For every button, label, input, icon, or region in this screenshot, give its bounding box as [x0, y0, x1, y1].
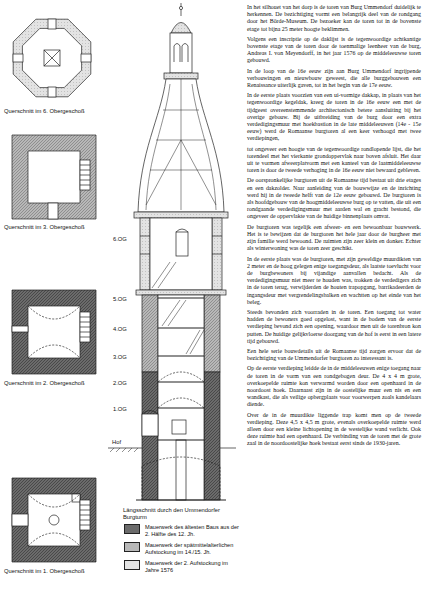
legend-text: Mauerwerk der spätmittelalterlichen Aufs… [145, 542, 239, 555]
body-paragraph: In de eerste plaats was de burgtoren, me… [247, 256, 421, 306]
plan-caption: Querschnitt im 6. Obergeschoß [4, 108, 85, 115]
body-paragraph: Volgens een inscriptie op de daklijst is… [247, 36, 421, 65]
body-paragraph: In het silhouet van het dorp is de toren… [247, 4, 421, 33]
legend-swatch [124, 560, 140, 570]
ground-label: Hof [112, 439, 121, 446]
body-paragraph: De oorspronkelijke burgtoren uit de Roma… [247, 177, 421, 220]
body-paragraph: Een hele serie bouwdetails uit de Romaan… [247, 348, 421, 362]
plan-caption: Querschnitt im 1. Obergeschoß [4, 568, 85, 575]
body-paragraph: tot ongeveer een hoogte van de tegenwoor… [247, 146, 421, 175]
body-paragraph: Steeds bevonden zich voorraden in de tor… [247, 309, 421, 345]
legend-text: Mauerwerk der 2. Aufstockung im Jahre 15… [145, 560, 239, 573]
plan-caption: Querschnitt im 3. Obergeschoß [4, 224, 85, 231]
body-paragraph: In de eerste plaats voorzien van een ui-… [247, 92, 421, 142]
text-column: In het silhouet van het dorp is de toren… [247, 4, 421, 451]
legend-swatch [124, 524, 140, 534]
section-caption: Längsschnitt durch den Ummendorfer Burgt… [123, 507, 241, 521]
body-paragraph: Over de in de muurdikte liggende trap ko… [247, 412, 421, 448]
body-paragraph: De burgtoren was tegelijk een afweer- en… [247, 224, 421, 253]
body-paragraph: Op de eerste verdieping leidde de in de … [247, 365, 421, 408]
floor-label: 1.OG [113, 406, 127, 413]
legend-text: Mauerwerk des ältesten Baus aus der 2. H… [145, 524, 239, 537]
floor-label: 6.OG [113, 236, 127, 243]
tower-section [108, 3, 236, 500]
floor-plans [12, 19, 96, 562]
legend-swatch [124, 542, 140, 552]
floor-label: 5.OG [113, 296, 127, 303]
floor-label: 2.OG [113, 380, 127, 387]
body-paragraph: In de loop van de 16e eeuw zijn aan Burg… [247, 68, 421, 90]
plan-caption: Querschnitt im 2. Obergeschoß [4, 380, 85, 387]
floor-label: 4.OG [113, 326, 127, 333]
floor-label: 3.OG [113, 354, 127, 361]
